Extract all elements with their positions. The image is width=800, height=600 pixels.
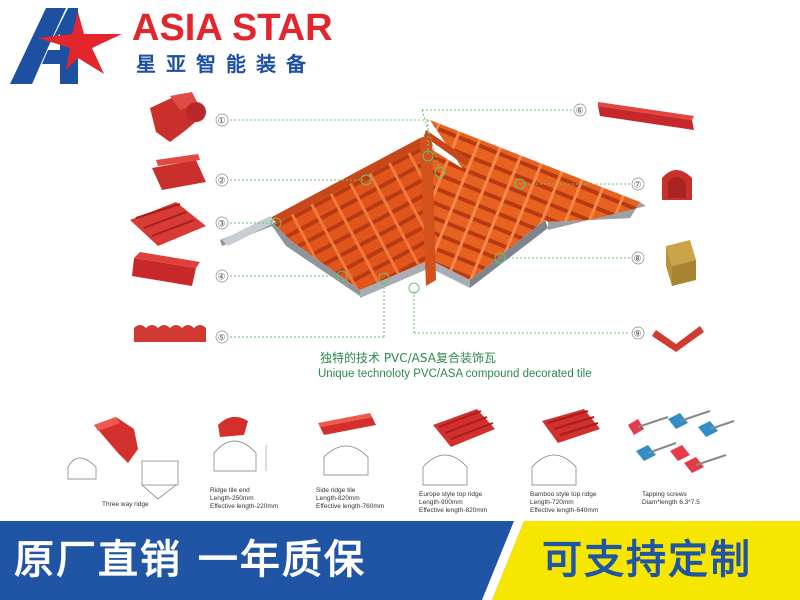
callout-lines bbox=[226, 109, 630, 338]
callout-3: ③ bbox=[218, 220, 226, 230]
part-6-ridge-cap-icon bbox=[598, 102, 694, 130]
asia-star-logo-icon bbox=[10, 8, 122, 84]
callout-6: ⑥ bbox=[576, 107, 584, 117]
product-spec: Diam*length 6.3*7.5 bbox=[642, 499, 700, 506]
product-side-ridge-tile: Side ridge tile Length-820mm Effective l… bbox=[310, 405, 405, 520]
product-length: Length-900mm bbox=[419, 499, 463, 506]
product-europe-style-top-ridge: Europe style top ridge Length-900mm Effe… bbox=[415, 405, 520, 520]
callout-2: ② bbox=[218, 177, 226, 187]
roof-model bbox=[220, 120, 646, 298]
side-ridge-tile-icon bbox=[318, 413, 376, 476]
product-name: Ridge tile end bbox=[210, 487, 250, 494]
product-ridge-tile-end: Ridge tile end Length-250mm Effective le… bbox=[204, 405, 299, 520]
product-accessories: Three way ridge Ridge tile end Length-25… bbox=[0, 405, 800, 520]
product-effective-length: Effective length-820mm bbox=[419, 507, 488, 514]
europe-style-ridge-icon bbox=[422, 409, 495, 486]
ridge-tile-end-icon bbox=[213, 416, 267, 472]
brand-subtitle: 星亚智能装备 bbox=[136, 52, 316, 76]
product-name: Tapping screws bbox=[642, 491, 687, 498]
promo-banner: 原厂直销 一年质保 可支持定制 bbox=[0, 521, 800, 600]
diagram-caption-cn: 独特的技术 PVC/ASA复合装饰瓦 bbox=[320, 351, 496, 365]
callout-4: ④ bbox=[218, 273, 226, 283]
callout-markers bbox=[270, 150, 526, 294]
callout-9: ⑨ bbox=[634, 330, 642, 340]
banner-slogan-left: 原厂直销 一年质保 bbox=[14, 537, 366, 583]
part-4-angle-trim-icon bbox=[132, 252, 200, 286]
part-7-ridge-end-icon bbox=[662, 170, 692, 200]
part-2-ridge-tile-icon bbox=[152, 154, 206, 190]
part-8-timber-batten-icon bbox=[666, 240, 696, 286]
part-3-roof-sheet-icon bbox=[130, 202, 206, 246]
product-effective-length: Effective length-640mm bbox=[530, 507, 599, 514]
product-tapping-screws: Tapping screws Diam*length 6.3*7.5 bbox=[622, 405, 742, 520]
part-9-valley-tile-icon bbox=[652, 326, 704, 352]
product-length: Length-720mm bbox=[530, 499, 574, 506]
roof-diagram: ① ② ③ ④ ⑤ ⑥ ⑦ ⑧ ⑨ bbox=[0, 90, 800, 390]
part-1-three-way-ridge-icon bbox=[150, 92, 206, 142]
product-name: Three way ridge bbox=[102, 501, 149, 508]
banner-yellow-panel bbox=[482, 521, 800, 600]
callout-7: ⑦ bbox=[634, 181, 642, 191]
product-name: Bamboo style top ridge bbox=[530, 491, 597, 498]
bamboo-style-ridge-icon bbox=[531, 409, 600, 486]
part-5-eave-tile-icon bbox=[134, 325, 206, 342]
diagram-caption-en: Unique technoloty PVC/ASA compound decor… bbox=[318, 368, 592, 380]
product-name: Side ridge tile bbox=[316, 487, 356, 494]
callout-5: ⑤ bbox=[218, 334, 226, 344]
callout-1: ① bbox=[218, 117, 226, 127]
product-length: Length-250mm bbox=[210, 495, 254, 502]
product-name: Europe style top ridge bbox=[419, 491, 483, 498]
product-three-way-ridge: Three way ridge bbox=[58, 405, 188, 520]
callout-numbers: ① ② ③ ④ ⑤ ⑥ ⑦ ⑧ ⑨ bbox=[215, 103, 645, 344]
product-length: Length-820mm bbox=[316, 495, 360, 502]
banner-slogan-right: 可支持定制 bbox=[542, 537, 752, 583]
product-effective-length: Effective length-220mm bbox=[210, 503, 279, 510]
three-way-ridge-icon bbox=[67, 417, 179, 500]
brand-name: ASIA STAR bbox=[132, 7, 333, 49]
product-effective-length: Effective length-760mm bbox=[316, 503, 385, 510]
callout-8: ⑧ bbox=[634, 255, 642, 265]
tapping-screws-icon bbox=[628, 410, 735, 473]
roof-illustration: ① ② ③ ④ ⑤ ⑥ ⑦ ⑧ ⑨ bbox=[130, 92, 704, 352]
product-bamboo-style-top-ridge: Bamboo style top ridge Length-720mm Effe… bbox=[526, 405, 626, 520]
